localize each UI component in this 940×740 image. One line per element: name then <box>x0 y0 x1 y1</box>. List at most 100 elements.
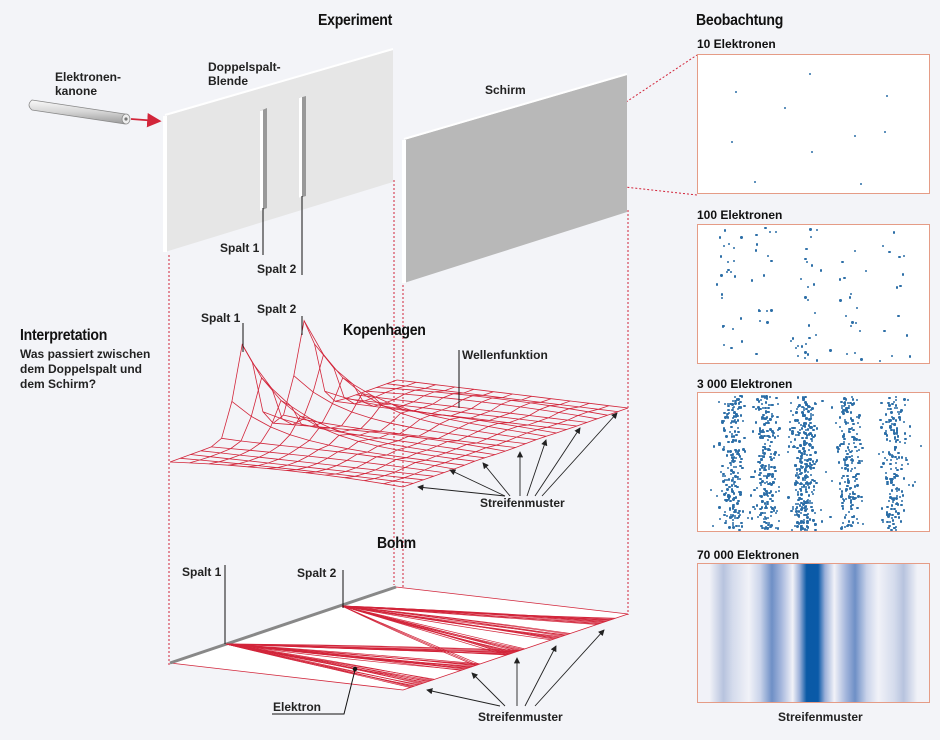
electron-hit <box>763 515 767 519</box>
electron-hit <box>767 474 770 477</box>
electron-hit <box>901 499 904 503</box>
electron-hit <box>721 419 724 422</box>
electron-hit <box>742 510 745 513</box>
bohm-fringe-arrows <box>426 629 605 707</box>
electron-hit <box>727 402 730 406</box>
electron-hit <box>763 520 766 524</box>
electron-hit <box>795 510 798 513</box>
electron-hit <box>723 429 726 432</box>
electron-hit <box>809 454 812 457</box>
electron-hit <box>844 314 847 318</box>
electron-hit <box>769 455 772 459</box>
electron-hit <box>841 507 845 510</box>
electron-hit <box>736 407 740 411</box>
electron-hit <box>720 296 723 300</box>
electron-hit <box>768 435 771 439</box>
electron-hit <box>843 409 846 412</box>
electron-hit <box>792 507 795 511</box>
electron-hit <box>730 346 733 350</box>
electron-hit <box>803 450 806 453</box>
electron-hit <box>801 465 805 468</box>
electron-hit <box>849 488 852 491</box>
electron-hit <box>850 458 853 462</box>
electron-hit <box>723 245 726 248</box>
electron-hit <box>806 405 810 408</box>
electron-hit <box>836 446 839 449</box>
electron-hit <box>761 454 764 458</box>
electron-hit <box>729 450 732 453</box>
electron-hit <box>808 499 812 503</box>
electron-hit <box>793 445 797 449</box>
panel-title-100: 100 Elektronen <box>697 208 783 222</box>
electron-hit <box>794 419 797 422</box>
electron-hit <box>846 352 849 356</box>
electron-hit <box>710 489 713 492</box>
electron-hit <box>738 528 741 531</box>
electron-hit <box>884 471 887 475</box>
electron-hit <box>894 487 898 491</box>
electron-hit <box>776 434 780 438</box>
mesh-line <box>345 398 577 427</box>
electron-hit <box>730 469 733 472</box>
electron-hit <box>845 458 849 461</box>
electron-hit <box>804 482 808 485</box>
electron-hit <box>895 440 898 443</box>
electron-hit <box>887 451 891 454</box>
electron-trajectory <box>341 605 571 634</box>
electron-hit <box>736 415 739 418</box>
electron-hit <box>739 317 743 320</box>
electron-hit <box>801 477 804 480</box>
electron-hit <box>733 456 736 459</box>
double-slit-plate <box>163 48 394 275</box>
electron-hit <box>886 506 889 509</box>
electron-hit <box>840 401 843 404</box>
electron-hit <box>899 418 902 421</box>
electron-hit <box>841 261 844 264</box>
electron-hit <box>774 451 777 454</box>
electron-hit <box>804 509 807 512</box>
electron-hit <box>900 409 903 412</box>
electron-hit <box>811 518 814 522</box>
electron-hit <box>895 489 899 492</box>
electron-hit <box>797 432 800 435</box>
electron-hit <box>730 435 733 438</box>
electron-hit <box>896 495 899 498</box>
electron-hit <box>850 411 853 414</box>
electron-hit <box>801 412 805 415</box>
electron-hit <box>754 181 757 184</box>
electron-hit <box>805 442 809 445</box>
electron-hit <box>890 504 894 507</box>
electron-hit <box>908 434 912 438</box>
electron-hit <box>735 413 738 416</box>
copenhagen-fringe-arrows <box>417 412 618 497</box>
electron-hit <box>849 469 852 473</box>
electron-hit <box>842 404 846 408</box>
electron-hit <box>883 432 887 435</box>
electron-hit <box>743 404 746 408</box>
electron-hit <box>890 422 894 426</box>
electron-hit <box>886 482 889 486</box>
electron-hit <box>770 415 773 418</box>
electron-hit <box>793 464 796 467</box>
electron-hit <box>895 433 899 436</box>
electron-hit <box>760 500 763 503</box>
double-slit-label-line-1: Doppelspalt- <box>208 60 281 74</box>
electron-trajectory <box>341 605 523 650</box>
electron-hit <box>850 292 853 296</box>
electron-hit <box>893 401 896 404</box>
electron-hit <box>761 464 764 467</box>
electron-hit <box>896 286 899 289</box>
heading-experiment: Experiment <box>318 12 393 29</box>
electron-hit <box>849 427 852 431</box>
mesh-line <box>386 383 618 412</box>
electron-hit <box>893 432 896 435</box>
electron-hit <box>760 434 763 437</box>
electron-hit <box>905 458 908 462</box>
electron-hit <box>807 410 810 413</box>
electron-hit <box>907 462 910 466</box>
electron-hit <box>809 458 812 461</box>
electron-hit <box>800 520 804 524</box>
electron-hit <box>778 489 781 492</box>
electron-hit <box>886 513 889 517</box>
electron-hit <box>752 405 755 409</box>
